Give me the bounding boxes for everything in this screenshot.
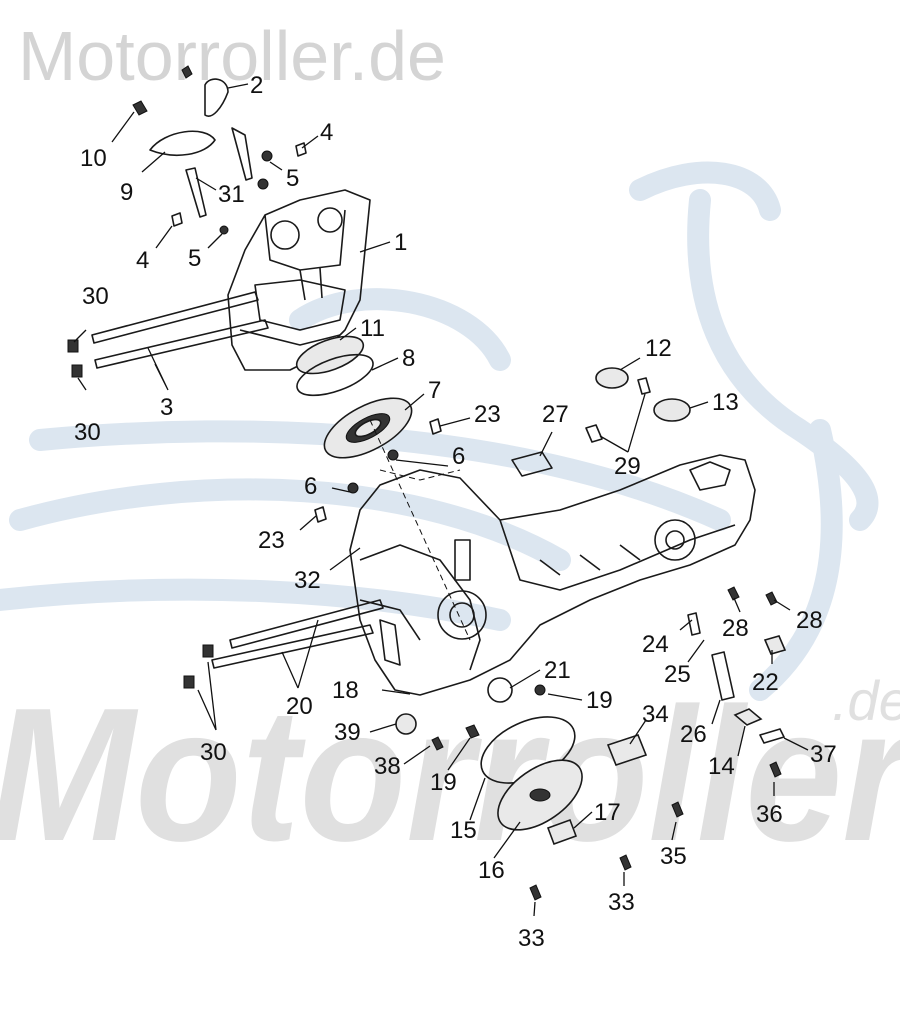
lower-parts [395, 684, 583, 901]
callout-4-lower: 4 [136, 247, 149, 274]
callout-29: 29 [614, 453, 641, 480]
upper-small-parts [132, 65, 307, 235]
callout-5-lower: 5 [188, 245, 201, 272]
callout-25: 25 [664, 661, 691, 688]
callout-28-right: 28 [796, 607, 823, 634]
callout-30-lower: 30 [200, 739, 227, 766]
callout-30-upper: 30 [82, 283, 109, 310]
callout-35: 35 [660, 843, 687, 870]
callout-4: 4 [320, 119, 333, 146]
callout-9: 9 [120, 179, 133, 206]
callout-14: 14 [708, 753, 735, 780]
callout-numbers: 2 10 4 9 31 5 4 5 1 30 11 8 3 30 12 7 13… [74, 72, 837, 952]
callout-23-upper: 23 [474, 401, 501, 428]
callout-5: 5 [286, 165, 299, 192]
right-side-hardware [314, 367, 787, 871]
watermark-big-text: Motorroller [0, 669, 900, 881]
callout-27: 27 [542, 401, 569, 428]
callout-8: 8 [402, 345, 415, 372]
callout-2: 2 [250, 72, 263, 99]
callout-28-left: 28 [722, 615, 749, 642]
callout-18: 18 [332, 677, 359, 704]
callout-12: 12 [645, 335, 672, 362]
callout-22: 22 [752, 669, 779, 696]
watermark-top-text: Motorroller.de [18, 17, 446, 95]
callout-13: 13 [712, 389, 739, 416]
callout-1: 1 [394, 229, 407, 256]
callout-11: 11 [360, 315, 385, 342]
callout-32: 32 [294, 567, 321, 594]
callout-19-right: 19 [586, 687, 613, 714]
left-crankcase-half [227, 189, 371, 371]
callout-34: 34 [642, 701, 669, 728]
callout-30-middle: 30 [74, 419, 101, 446]
callout-23-lower: 23 [258, 527, 285, 554]
gaskets [295, 335, 413, 459]
crankcase-studs-upper [67, 291, 269, 378]
callout-6-right: 6 [452, 443, 465, 470]
watermark-logo [0, 161, 879, 701]
callout-15: 15 [450, 817, 477, 844]
callout-31: 31 [218, 181, 245, 208]
callout-7: 7 [428, 377, 441, 404]
right-crankcase-half [349, 454, 756, 703]
callout-16: 16 [478, 857, 505, 884]
callout-33-left: 33 [518, 925, 545, 952]
callout-33-right: 33 [608, 889, 635, 916]
callout-19-lower: 19 [430, 769, 457, 796]
callout-38: 38 [374, 753, 401, 780]
callout-10: 10 [80, 145, 107, 172]
assembly-lines [369, 419, 471, 641]
callout-24: 24 [642, 631, 669, 658]
callout-6-left: 6 [304, 473, 317, 500]
callout-26: 26 [680, 721, 707, 748]
parts-drawing [67, 65, 787, 901]
watermark-suffix-text: .de [832, 669, 900, 732]
callout-21: 21 [544, 657, 571, 684]
callout-20: 20 [286, 693, 313, 720]
leader-lines [73, 83, 809, 917]
callout-17: 17 [594, 799, 621, 826]
callout-3: 3 [160, 394, 173, 421]
crankcase-studs-lower [183, 599, 384, 689]
callout-37: 37 [810, 741, 837, 768]
callout-39: 39 [334, 719, 361, 746]
callout-36: 36 [756, 801, 783, 828]
